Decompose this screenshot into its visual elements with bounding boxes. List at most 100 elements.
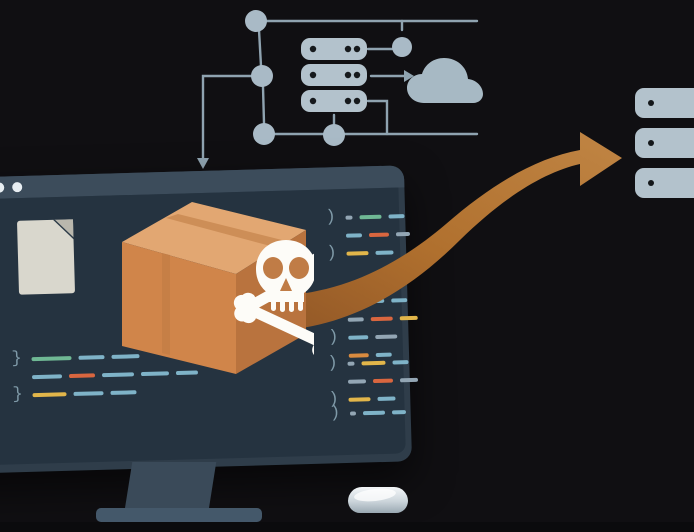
wire-server3-elbow	[366, 99, 389, 136]
skull-eye-right	[289, 257, 309, 279]
code-token	[362, 410, 386, 416]
code-brace: )	[329, 403, 341, 424]
code-token	[349, 411, 357, 416]
code-brace: )	[326, 243, 337, 264]
server-unit-3	[301, 90, 367, 112]
code-tokens	[348, 327, 404, 346]
box-left-face	[122, 242, 236, 374]
code-token	[347, 317, 364, 322]
monitor-stand-base	[96, 508, 262, 522]
skull-tooth-2	[280, 300, 285, 312]
skull-nose	[280, 278, 292, 291]
code-tokens	[346, 243, 400, 262]
target-server-3	[635, 168, 694, 198]
code-tokens	[349, 403, 413, 422]
code-token	[345, 215, 353, 220]
code-token	[110, 389, 137, 395]
code-token	[375, 250, 394, 255]
code-token	[348, 396, 371, 402]
code-brace: )	[327, 328, 339, 348]
code-line: )	[330, 403, 413, 423]
skull-tooth-1	[271, 300, 276, 311]
code-token	[359, 214, 382, 220]
code-tokens	[345, 207, 411, 226]
code-token	[395, 231, 411, 237]
code-brace: }	[12, 385, 23, 405]
code-token	[368, 232, 390, 237]
computer-mouse	[348, 487, 408, 513]
server-unit-1-led-left	[309, 45, 317, 53]
target-server-1	[635, 88, 694, 118]
target-server-3-led	[648, 180, 654, 186]
code-token	[360, 298, 385, 304]
code-token	[346, 250, 369, 256]
code-token	[347, 299, 354, 304]
file-icon-fold	[54, 219, 74, 238]
code-tokens	[347, 371, 425, 390]
code-token	[32, 391, 67, 397]
code-line: )	[326, 243, 417, 264]
code-token	[73, 390, 104, 396]
target-server-2	[635, 128, 694, 158]
wire-spine-upper	[257, 28, 263, 68]
code-block-upper-right: ))	[325, 207, 417, 264]
code-tokens	[347, 291, 414, 310]
cloud-icon	[407, 58, 483, 103]
code-token	[345, 233, 363, 238]
code-token	[388, 213, 405, 219]
server-unit-1-led-right	[353, 45, 361, 53]
node-mid-left	[251, 65, 273, 87]
code-block-lower-right-c: )	[330, 403, 413, 423]
code-brace: )	[325, 207, 336, 228]
file-document-icon	[16, 219, 76, 295]
code-token	[375, 334, 398, 339]
code-block-lower-right-b: ))	[327, 353, 425, 409]
server-unit-3-led-left	[309, 97, 317, 105]
diagram-flow-arrowhead	[404, 70, 414, 82]
code-tokens	[347, 353, 415, 372]
wire-down-branch	[201, 74, 254, 162]
server-unit-2-led-left	[309, 71, 317, 79]
diagram-server-rack	[301, 38, 367, 112]
server-unit-2-led-right	[353, 71, 361, 79]
code-brace: }	[11, 349, 22, 369]
wire-spine-lower	[261, 85, 266, 125]
malicious-package-box	[122, 202, 314, 374]
desk-surface-edge	[0, 522, 694, 532]
skull-eye-left	[263, 257, 283, 279]
code-token	[68, 373, 96, 378]
box-tape-top	[166, 214, 290, 248]
server-unit-3-led-right	[353, 97, 361, 105]
box-crease	[162, 253, 170, 355]
code-token	[377, 396, 396, 401]
code-brace: )	[327, 354, 338, 374]
server-unit-3-led-mid	[344, 97, 352, 105]
node-upper-right	[392, 37, 412, 57]
code-token	[392, 359, 409, 365]
code-token	[31, 374, 63, 379]
target-server-1-led	[648, 100, 654, 106]
code-token	[399, 377, 419, 383]
server-unit-1	[301, 38, 367, 60]
code-brace: )	[326, 292, 338, 312]
code-token	[347, 361, 355, 366]
code-token	[347, 379, 367, 384]
code-token	[391, 297, 408, 303]
code-token	[370, 316, 393, 321]
code-tokens	[32, 383, 143, 403]
code-tokens	[345, 225, 417, 244]
server-unit-2-led-mid	[344, 71, 352, 79]
code-token	[391, 409, 407, 415]
code-token	[348, 335, 369, 340]
code-token	[372, 378, 394, 383]
node-top-left	[245, 10, 267, 32]
skull-facial-cavities	[263, 257, 309, 291]
skull-tooth-3	[289, 300, 294, 312]
server-unit-1-led-mid	[344, 45, 352, 53]
code-token	[399, 315, 418, 321]
skull-cranium	[256, 240, 314, 302]
code-tokens	[347, 309, 425, 328]
code-token	[361, 360, 386, 366]
